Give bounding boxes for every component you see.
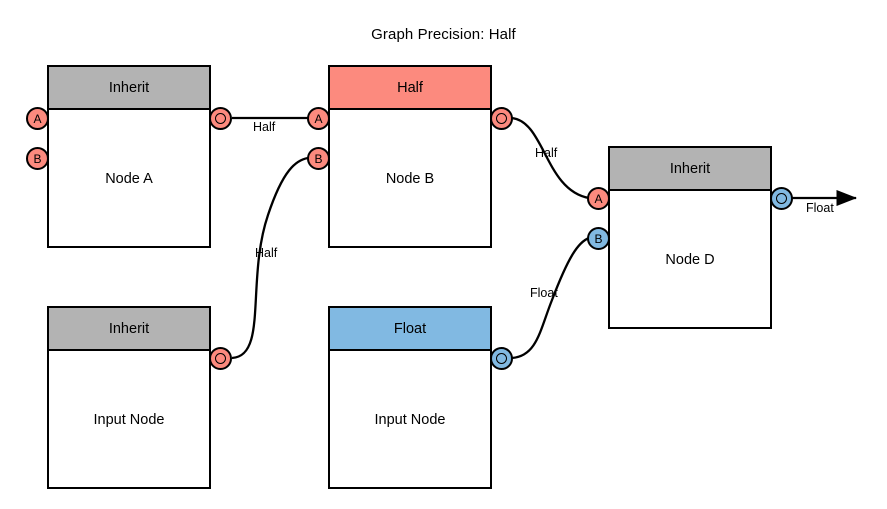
edge-label-d-output: Float (806, 201, 834, 215)
node-d-output-port-o[interactable]: O (770, 187, 793, 210)
node-a-header: Inherit (49, 67, 209, 110)
edge-label-a-to-b: Half (253, 120, 276, 134)
node-a-input-port-b[interactable]: B (26, 147, 49, 170)
node-d-header: Inherit (610, 148, 770, 191)
node-a-input-port-b-label: B (33, 151, 42, 166)
node-a-output-port-o[interactable]: O (209, 107, 232, 130)
node-b-header: Half (330, 67, 490, 110)
node-d-input-port-b[interactable]: B (587, 227, 610, 250)
input-node-left-title: Input Node (93, 411, 165, 428)
node-d-input-port-b-label: B (594, 231, 603, 246)
edge-b-to-d-path (511, 116, 590, 200)
node-b-title: Node B (385, 170, 435, 187)
node-input-node-center[interactable]: Float Input Node (328, 306, 492, 489)
input-node-center-output-port-o[interactable]: O (490, 347, 513, 370)
input-node-center-header: Float (330, 308, 490, 351)
input-node-left-output-port-o[interactable]: O (209, 347, 232, 370)
node-b-input-port-b-label: B (314, 151, 323, 166)
node-b-input-port-a-label: A (314, 111, 323, 126)
edge-inputleft-to-b-path (231, 156, 309, 360)
node-a-input-port-a-label: A (33, 111, 42, 126)
node-a-title: Node A (105, 170, 153, 187)
node-input-node-left[interactable]: Inherit Input Node (47, 306, 211, 489)
node-node-b[interactable]: Half Node B (328, 65, 492, 248)
node-d-input-port-a[interactable]: A (587, 187, 610, 210)
edge-inputcenter-to-d-path (511, 236, 590, 360)
node-b-input-port-b[interactable]: B (307, 147, 330, 170)
node-node-d[interactable]: Inherit Node D (608, 146, 772, 329)
node-node-a[interactable]: Inherit Node A (47, 65, 211, 248)
page-title: Graph Precision: Half (371, 26, 516, 43)
input-node-center-title: Input Node (374, 411, 446, 428)
node-b-input-port-a[interactable]: A (307, 107, 330, 130)
edge-label-inputcenter-to-d: Float (530, 286, 558, 300)
edge-label-inputleft-to-b: Half (255, 246, 278, 260)
node-b-output-port-o[interactable]: O (490, 107, 513, 130)
node-d-input-port-a-label: A (594, 191, 603, 206)
edge-label-b-to-d: Half (535, 146, 558, 160)
node-d-title: Node D (665, 251, 715, 268)
input-node-left-header: Inherit (49, 308, 209, 351)
node-a-input-port-a[interactable]: A (26, 107, 49, 130)
